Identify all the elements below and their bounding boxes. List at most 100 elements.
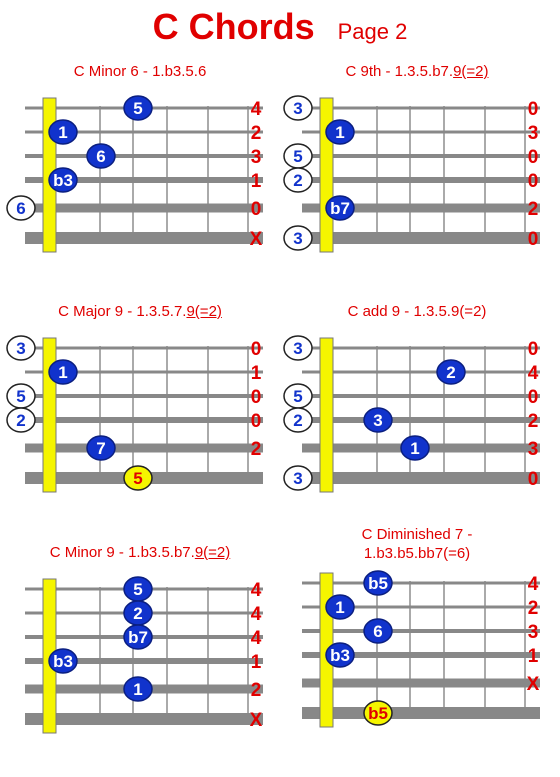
chord-label-part: C 9th - 1.3.5.b7. (345, 63, 454, 80)
guitar-string (302, 652, 540, 658)
dot-label: 3 (293, 99, 302, 118)
finger-dot: 1 (325, 119, 355, 145)
open-note-marker: 5 (283, 383, 313, 409)
guitar-string (302, 394, 540, 398)
finger-number: 1 (251, 363, 262, 384)
finger-number: 0 (251, 411, 262, 432)
open-note-marker: 2 (6, 407, 36, 433)
open-note-marker: 5 (6, 383, 36, 409)
guitar-string (302, 346, 540, 350)
dot-label: 5 (293, 387, 302, 406)
guitar-string (302, 417, 540, 423)
open-note-marker: 6 (6, 195, 36, 221)
chord-label: C add 9 - 1.3.5.9(=2) (282, 302, 552, 321)
finger-number: 3 (528, 123, 539, 144)
guitar-string (302, 678, 540, 688)
guitar-string (25, 177, 263, 183)
chord-label: C 9th - 1.3.5.b7.9(=2) (282, 62, 552, 81)
guitar-string (302, 581, 540, 585)
open-note-marker: 3 (283, 465, 313, 491)
finger-number: 4 (251, 628, 262, 649)
finger-number: 2 (251, 439, 262, 460)
chord-label-part: 1.b3.b5.bb7(=6) (363, 545, 471, 562)
dot-label: b7 (330, 199, 350, 218)
guitar-string (302, 707, 540, 719)
dot-label: 6 (16, 199, 25, 218)
guitar-string (25, 232, 263, 244)
dot-label: 2 (446, 363, 455, 382)
finger-dot: 2 (436, 359, 466, 385)
dot-label: 3 (16, 339, 25, 358)
dot-label: 5 (133, 99, 142, 118)
guitar-string (302, 106, 540, 110)
dot-label: 2 (293, 171, 302, 190)
page-title-main: C Chords (152, 6, 315, 47)
chord-label-part: C Minor 6 - 1.b3.5.6 (73, 63, 207, 80)
chord-label-part: 9(=2) (453, 63, 489, 80)
open-note-marker: 2 (283, 167, 313, 193)
finger-dot: 1 (325, 594, 355, 620)
dot-label: 5 (293, 147, 302, 166)
finger-number: 1 (251, 652, 262, 673)
dot-label: 3 (293, 339, 302, 358)
nut-bar (319, 337, 334, 493)
dot-label: 2 (133, 604, 142, 623)
guitar-string (25, 370, 263, 374)
finger-dot: 1 (48, 359, 78, 385)
chord-label-part: C add 9 - 1.3.5.9(=2) (347, 303, 487, 320)
dot-label: 1 (335, 598, 344, 617)
finger-dot: 6 (86, 143, 116, 169)
chord-label: C Minor 9 - 1.b3.5.b7.9(=2) (5, 543, 275, 562)
dot-label: 3 (293, 469, 302, 488)
finger-dot: 1 (123, 676, 153, 702)
dot-label: 1 (410, 439, 419, 458)
page-title-sub: Page 2 (337, 19, 408, 44)
finger-number: 4 (528, 574, 539, 595)
finger-number: 0 (528, 387, 539, 408)
finger-dot: b3 (48, 167, 78, 193)
finger-number: 0 (528, 147, 539, 168)
finger-dot: 5 (123, 576, 153, 602)
finger-number: 2 (528, 199, 539, 220)
open-note-marker: 3 (6, 335, 36, 361)
finger-number: 4 (251, 604, 262, 625)
finger-number: 1 (528, 646, 539, 667)
finger-number: 4 (251, 99, 262, 120)
dot-label: 5 (133, 580, 142, 599)
dot-label: 3 (293, 229, 302, 248)
finger-number: 0 (528, 229, 539, 250)
dot-label: 1 (335, 123, 344, 142)
finger-number: 0 (528, 339, 539, 360)
dot-label: 3 (373, 411, 382, 430)
finger-number: 0 (251, 199, 262, 220)
dot-label: 1 (58, 363, 67, 382)
finger-dot: 1 (400, 435, 430, 461)
dot-label: b7 (128, 628, 148, 647)
finger-number: X (527, 674, 540, 695)
dot-label: 5 (133, 469, 142, 488)
finger-dot: b7 (325, 195, 355, 221)
finger-number: 3 (528, 439, 539, 460)
guitar-string (25, 713, 263, 725)
guitar-string (302, 629, 540, 633)
open-note-marker: 2 (283, 407, 313, 433)
finger-number: 0 (528, 171, 539, 192)
guitar-string (302, 130, 540, 134)
guitar-string (25, 130, 263, 134)
guitar-string (302, 370, 540, 374)
finger-number: 4 (251, 580, 262, 601)
chord-label: C Minor 6 - 1.b3.5.6 (5, 62, 275, 81)
finger-dot: 5 (123, 465, 153, 491)
finger-dot: 6 (363, 618, 393, 644)
guitar-string (302, 203, 540, 213)
finger-dot: 7 (86, 435, 116, 461)
guitar-string (302, 177, 540, 183)
dot-label: 6 (373, 622, 382, 641)
